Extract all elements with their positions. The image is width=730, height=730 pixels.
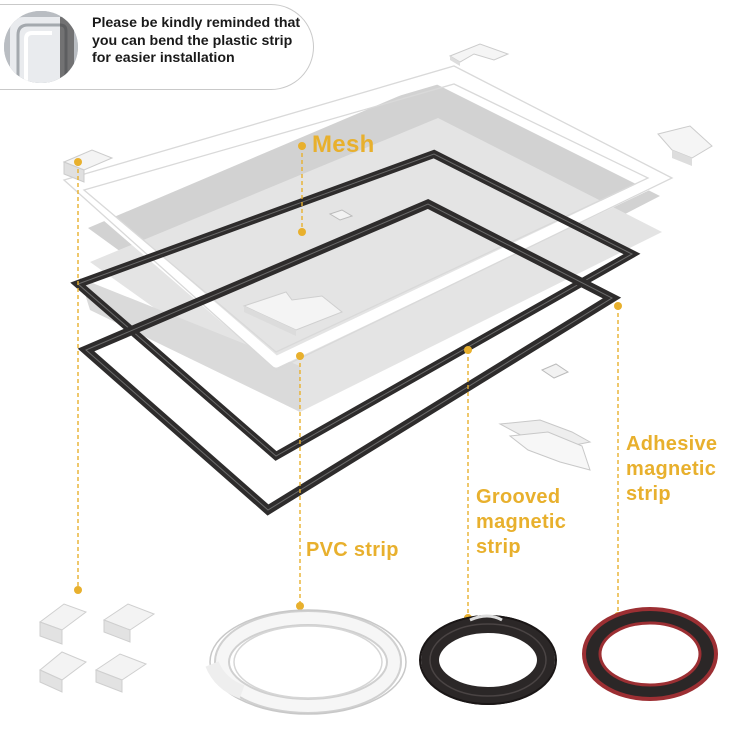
adhesive-magnetic-frame (77, 199, 622, 516)
corner-pieces-set (38, 603, 156, 693)
label-adhesive-magnetic-strip: Adhesive magnetic strip (626, 433, 718, 505)
corner-connector-center (242, 291, 343, 336)
label-pvc-strip: PVC strip (306, 539, 399, 561)
installation-tip-text: Please be kindly reminded that you can b… (92, 15, 301, 66)
label-grooved-magnetic-strip: Grooved magnetic strip (476, 486, 567, 558)
mesh-panel (80, 82, 662, 412)
corner-connector-top (448, 43, 510, 66)
pvc-strip-coil (205, 609, 407, 715)
adhesive-magnetic-coil (582, 607, 718, 701)
pvc-frame (66, 68, 668, 368)
corner-connector-right (657, 125, 713, 166)
grooved-magnetic-frame (70, 149, 641, 461)
bent-strip-icon (4, 11, 78, 83)
installation-tip-callout: Please be kindly reminded that you can b… (0, 4, 314, 90)
bent-strip-sample (498, 419, 592, 471)
bent-strip-thumbnail (4, 11, 78, 83)
clip-small (328, 209, 570, 379)
grooved-magnetic-coil (419, 614, 557, 705)
leader-lines (77, 146, 619, 618)
label-mesh: Mesh (312, 131, 375, 158)
